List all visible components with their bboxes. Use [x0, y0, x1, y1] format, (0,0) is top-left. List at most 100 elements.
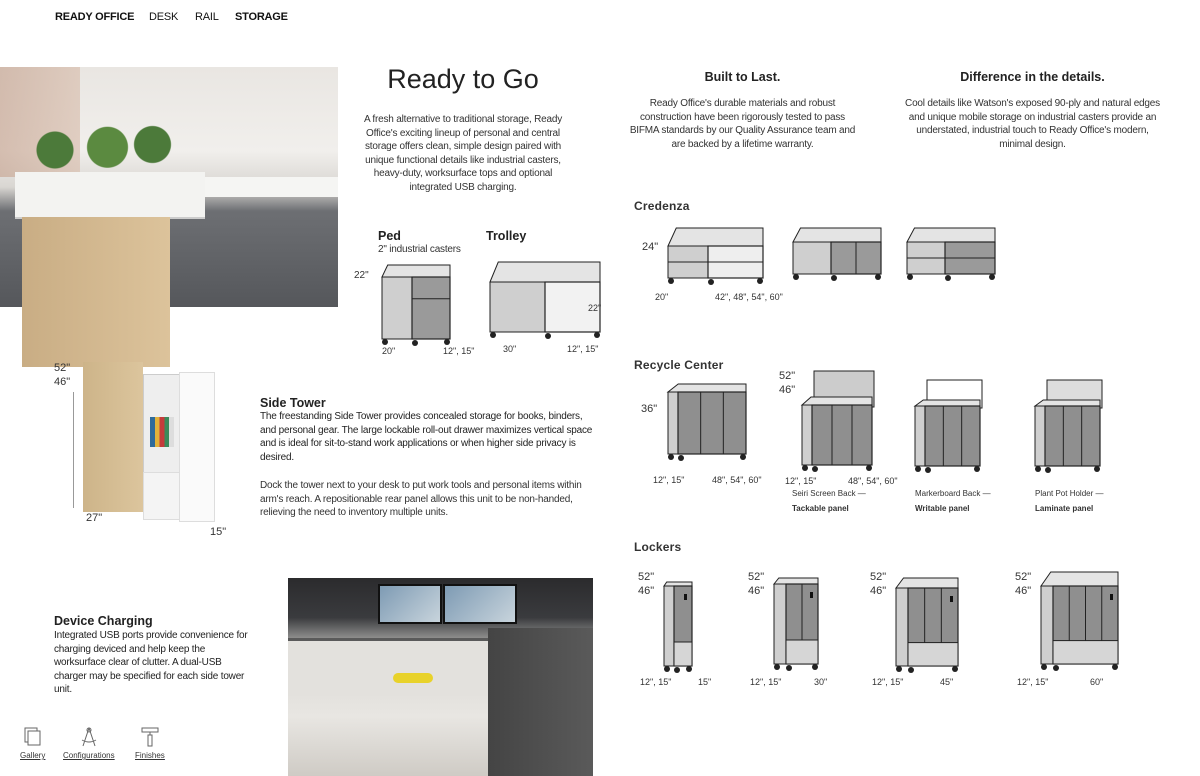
- top-surface: [667, 227, 764, 247]
- dim-label: 20": [655, 292, 669, 302]
- top-surface: [666, 383, 747, 393]
- dim-label: 46": [54, 376, 71, 388]
- dim-label: 24": [642, 241, 659, 253]
- dim-label: 22": [354, 270, 369, 281]
- recycle-screen-illustration: [800, 369, 876, 473]
- dim-label: 12", 15": [653, 475, 685, 485]
- dim-label: 46": [779, 384, 796, 396]
- dim-label: 52": [779, 370, 796, 382]
- recycle-illustration: [666, 383, 750, 462]
- furniture-drawing: [667, 227, 764, 285]
- side-tower-image: [78, 362, 218, 522]
- dim-label: 12", 15": [785, 476, 817, 486]
- side-panel: [667, 391, 679, 455]
- top-surface: [1040, 571, 1119, 587]
- side-panel: [381, 276, 413, 340]
- furniture-drawing: [1040, 571, 1119, 671]
- ped-subtitle: 2" industrial casters: [378, 244, 461, 255]
- locker-illustration: [895, 577, 962, 674]
- charging-text: Integrated USB ports provide convenience…: [54, 630, 248, 696]
- credenza-title: Credenza: [634, 199, 690, 213]
- dim-label: 27": [86, 512, 103, 524]
- configurations-link[interactable]: Configurations: [63, 727, 115, 760]
- intro-text: A fresh alternative to traditional stora…: [363, 114, 563, 193]
- dim-label: 22": [588, 303, 602, 313]
- dim-label: 52": [54, 362, 71, 374]
- side-panel: [801, 404, 813, 466]
- side-panel: [1034, 405, 1046, 467]
- dim-label: 20": [382, 346, 396, 356]
- charging-title: Device Charging: [54, 614, 153, 628]
- dim-label: 36": [641, 403, 658, 415]
- dim-label: 12", 15": [443, 346, 475, 356]
- furniture-drawing: [1033, 379, 1103, 473]
- dim-label: 48", 54", 60": [848, 476, 898, 486]
- trolley-illustration: [489, 261, 604, 340]
- dim-label: 30": [503, 344, 517, 354]
- details-text: Cool details like Watson's exposed 90-pl…: [905, 98, 1160, 150]
- nav-ready-office[interactable]: READY OFFICE: [55, 11, 135, 23]
- front-panel: [411, 276, 451, 340]
- ped-illustration: [381, 264, 454, 347]
- furniture-drawing: [895, 577, 959, 673]
- page-title: Ready to Go: [387, 64, 539, 94]
- recycle-plant-illustration: [1033, 378, 1104, 474]
- option-plant: Plant Pot Holder —Laminate panel: [1035, 489, 1104, 513]
- finishes-link[interactable]: Finishes: [135, 727, 165, 760]
- dim-label: 12", 15": [567, 344, 599, 354]
- recycle-title: Recycle Center: [634, 358, 724, 372]
- furniture-drawing: [489, 261, 601, 339]
- option-seiri: Seiri Screen Back —Tackable panel: [792, 489, 866, 513]
- furniture-drawing: [800, 370, 875, 472]
- top-surface: [772, 577, 819, 585]
- top-surface: [381, 264, 451, 278]
- furniture-drawing: [381, 264, 451, 346]
- ped-title: Ped: [378, 229, 401, 243]
- locker-illustration: [1040, 571, 1122, 672]
- credenza-open-illustration: [667, 227, 767, 286]
- front-panel: [811, 404, 873, 466]
- recycle-markerboard-illustration: [913, 378, 984, 474]
- top-surface: [1033, 399, 1101, 407]
- side-panel: [792, 241, 832, 275]
- top-surface: [800, 396, 873, 406]
- top-surface: [489, 261, 601, 283]
- furniture-drawing: [663, 581, 693, 673]
- furniture-drawing: [792, 227, 882, 281]
- gallery-link[interactable]: Gallery: [20, 727, 45, 760]
- trolley-title: Trolley: [486, 229, 527, 243]
- credenza-drawer-illustration: [792, 227, 885, 282]
- credenza-combo-illustration: [906, 227, 999, 282]
- built-title: Built to Last.: [704, 70, 781, 84]
- top-surface: [792, 227, 882, 243]
- dim-label: 48", 54", 60": [712, 475, 762, 485]
- details-title: Difference in the details.: [960, 70, 1105, 84]
- side-panel: [489, 281, 546, 333]
- office-photo: [0, 67, 338, 367]
- side-tower-text-1: The freestanding Side Tower provides con…: [260, 411, 593, 463]
- side-tower-title: Side Tower: [260, 396, 326, 410]
- front-panel: [677, 391, 747, 455]
- compass-icon: [81, 727, 97, 747]
- option-markerboard: Markerboard Back —Writable panel: [915, 489, 991, 513]
- front-panel: [544, 281, 601, 333]
- front-panel: [1044, 405, 1101, 467]
- nav-storage[interactable]: STORAGE: [235, 11, 288, 23]
- furniture-drawing: [913, 379, 983, 473]
- locker-illustration: [663, 581, 696, 674]
- nav-desk[interactable]: DESK: [149, 11, 179, 23]
- locker-illustration: [772, 577, 822, 672]
- top-surface: [913, 399, 981, 407]
- paint-roller-icon: [141, 727, 159, 747]
- dim-label: 15": [210, 526, 227, 538]
- front-panel: [924, 405, 981, 467]
- side-panel: [895, 587, 909, 667]
- side-panel: [1040, 585, 1054, 665]
- nav-rail[interactable]: RAIL: [195, 11, 219, 23]
- side-panel: [773, 583, 787, 665]
- built-text: Ready Office's durable materials and rob…: [629, 98, 856, 150]
- side-tower-text-2: Dock the tower next to your desk to put …: [260, 480, 582, 519]
- side-panel: [663, 585, 675, 667]
- dim-label: 42", 48", 54", 60": [715, 292, 783, 302]
